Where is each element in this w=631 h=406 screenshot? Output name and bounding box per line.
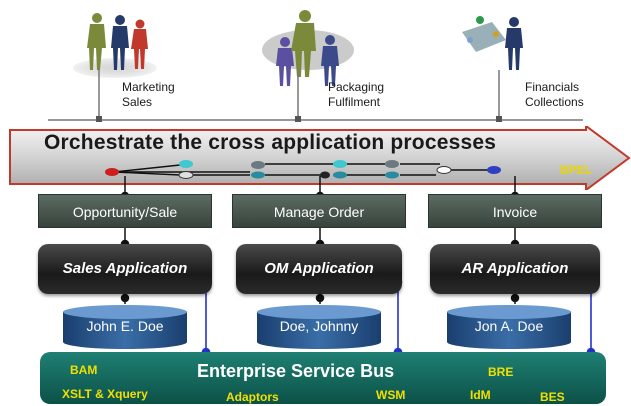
esb-component-bam: BAM	[70, 363, 98, 377]
user-roles-illustration	[48, 10, 583, 122]
role-line: Marketing	[122, 80, 175, 94]
role-label-packaging: Packaging Fulfilment	[328, 80, 384, 110]
esb-component-wsm: WSM	[376, 388, 406, 402]
database-label: John E. Doe	[86, 318, 164, 334]
database-label: Jon A. Doe	[474, 318, 544, 334]
esb-component-bre: BRE	[488, 365, 514, 379]
role-line: Packaging	[328, 80, 385, 94]
flow-start-node	[105, 168, 119, 176]
bpel-label: BPEL	[560, 163, 593, 177]
esb-component-adaptors: Adaptors	[226, 390, 279, 404]
banner-title: Orchestrate the cross application proces…	[44, 131, 497, 154]
role-line: Sales	[122, 95, 153, 109]
esb-component-bes: BES	[540, 390, 565, 404]
process-manage-order: Manage Order	[232, 194, 406, 228]
role-label-financials: Financials Collections	[525, 80, 584, 110]
application-ar: AR Application	[430, 244, 600, 294]
esb-title: Enterprise Service Bus	[197, 361, 395, 381]
role-label-marketing: Marketing Sales	[122, 80, 175, 110]
role-divider	[48, 70, 583, 121]
packaging-fulfilment-people-icon	[262, 10, 354, 86]
flow-end-node	[487, 166, 501, 174]
process-opportunity-sale: Opportunity/Sale	[38, 194, 212, 228]
application-sales: Sales Application	[38, 244, 212, 294]
application-om: OM Application	[236, 244, 402, 294]
esb-component-idm: IdM	[470, 388, 491, 402]
database-om: Doe, Johnny	[256, 304, 382, 350]
esb-component-xslt: XSLT & Xquery	[62, 387, 148, 401]
financials-collections-people-icon	[462, 16, 523, 70]
process-invoice: Invoice	[428, 194, 602, 228]
bpel-flow-diagram	[105, 160, 501, 179]
marketing-sales-people-icon	[73, 13, 157, 78]
role-line: Collections	[525, 95, 584, 109]
database-ar: Jon A. Doe	[446, 304, 572, 350]
role-line: Financials	[525, 80, 580, 94]
database-cylinder-icon	[447, 305, 571, 349]
role-line: Fulfilment	[328, 95, 381, 109]
database-cylinder-icon	[63, 305, 187, 349]
database-cylinder-icon	[257, 305, 381, 349]
database-label: Doe, Johnny	[279, 318, 359, 334]
database-sales: John E. Doe	[62, 304, 188, 350]
enterprise-service-bus	[40, 352, 606, 404]
